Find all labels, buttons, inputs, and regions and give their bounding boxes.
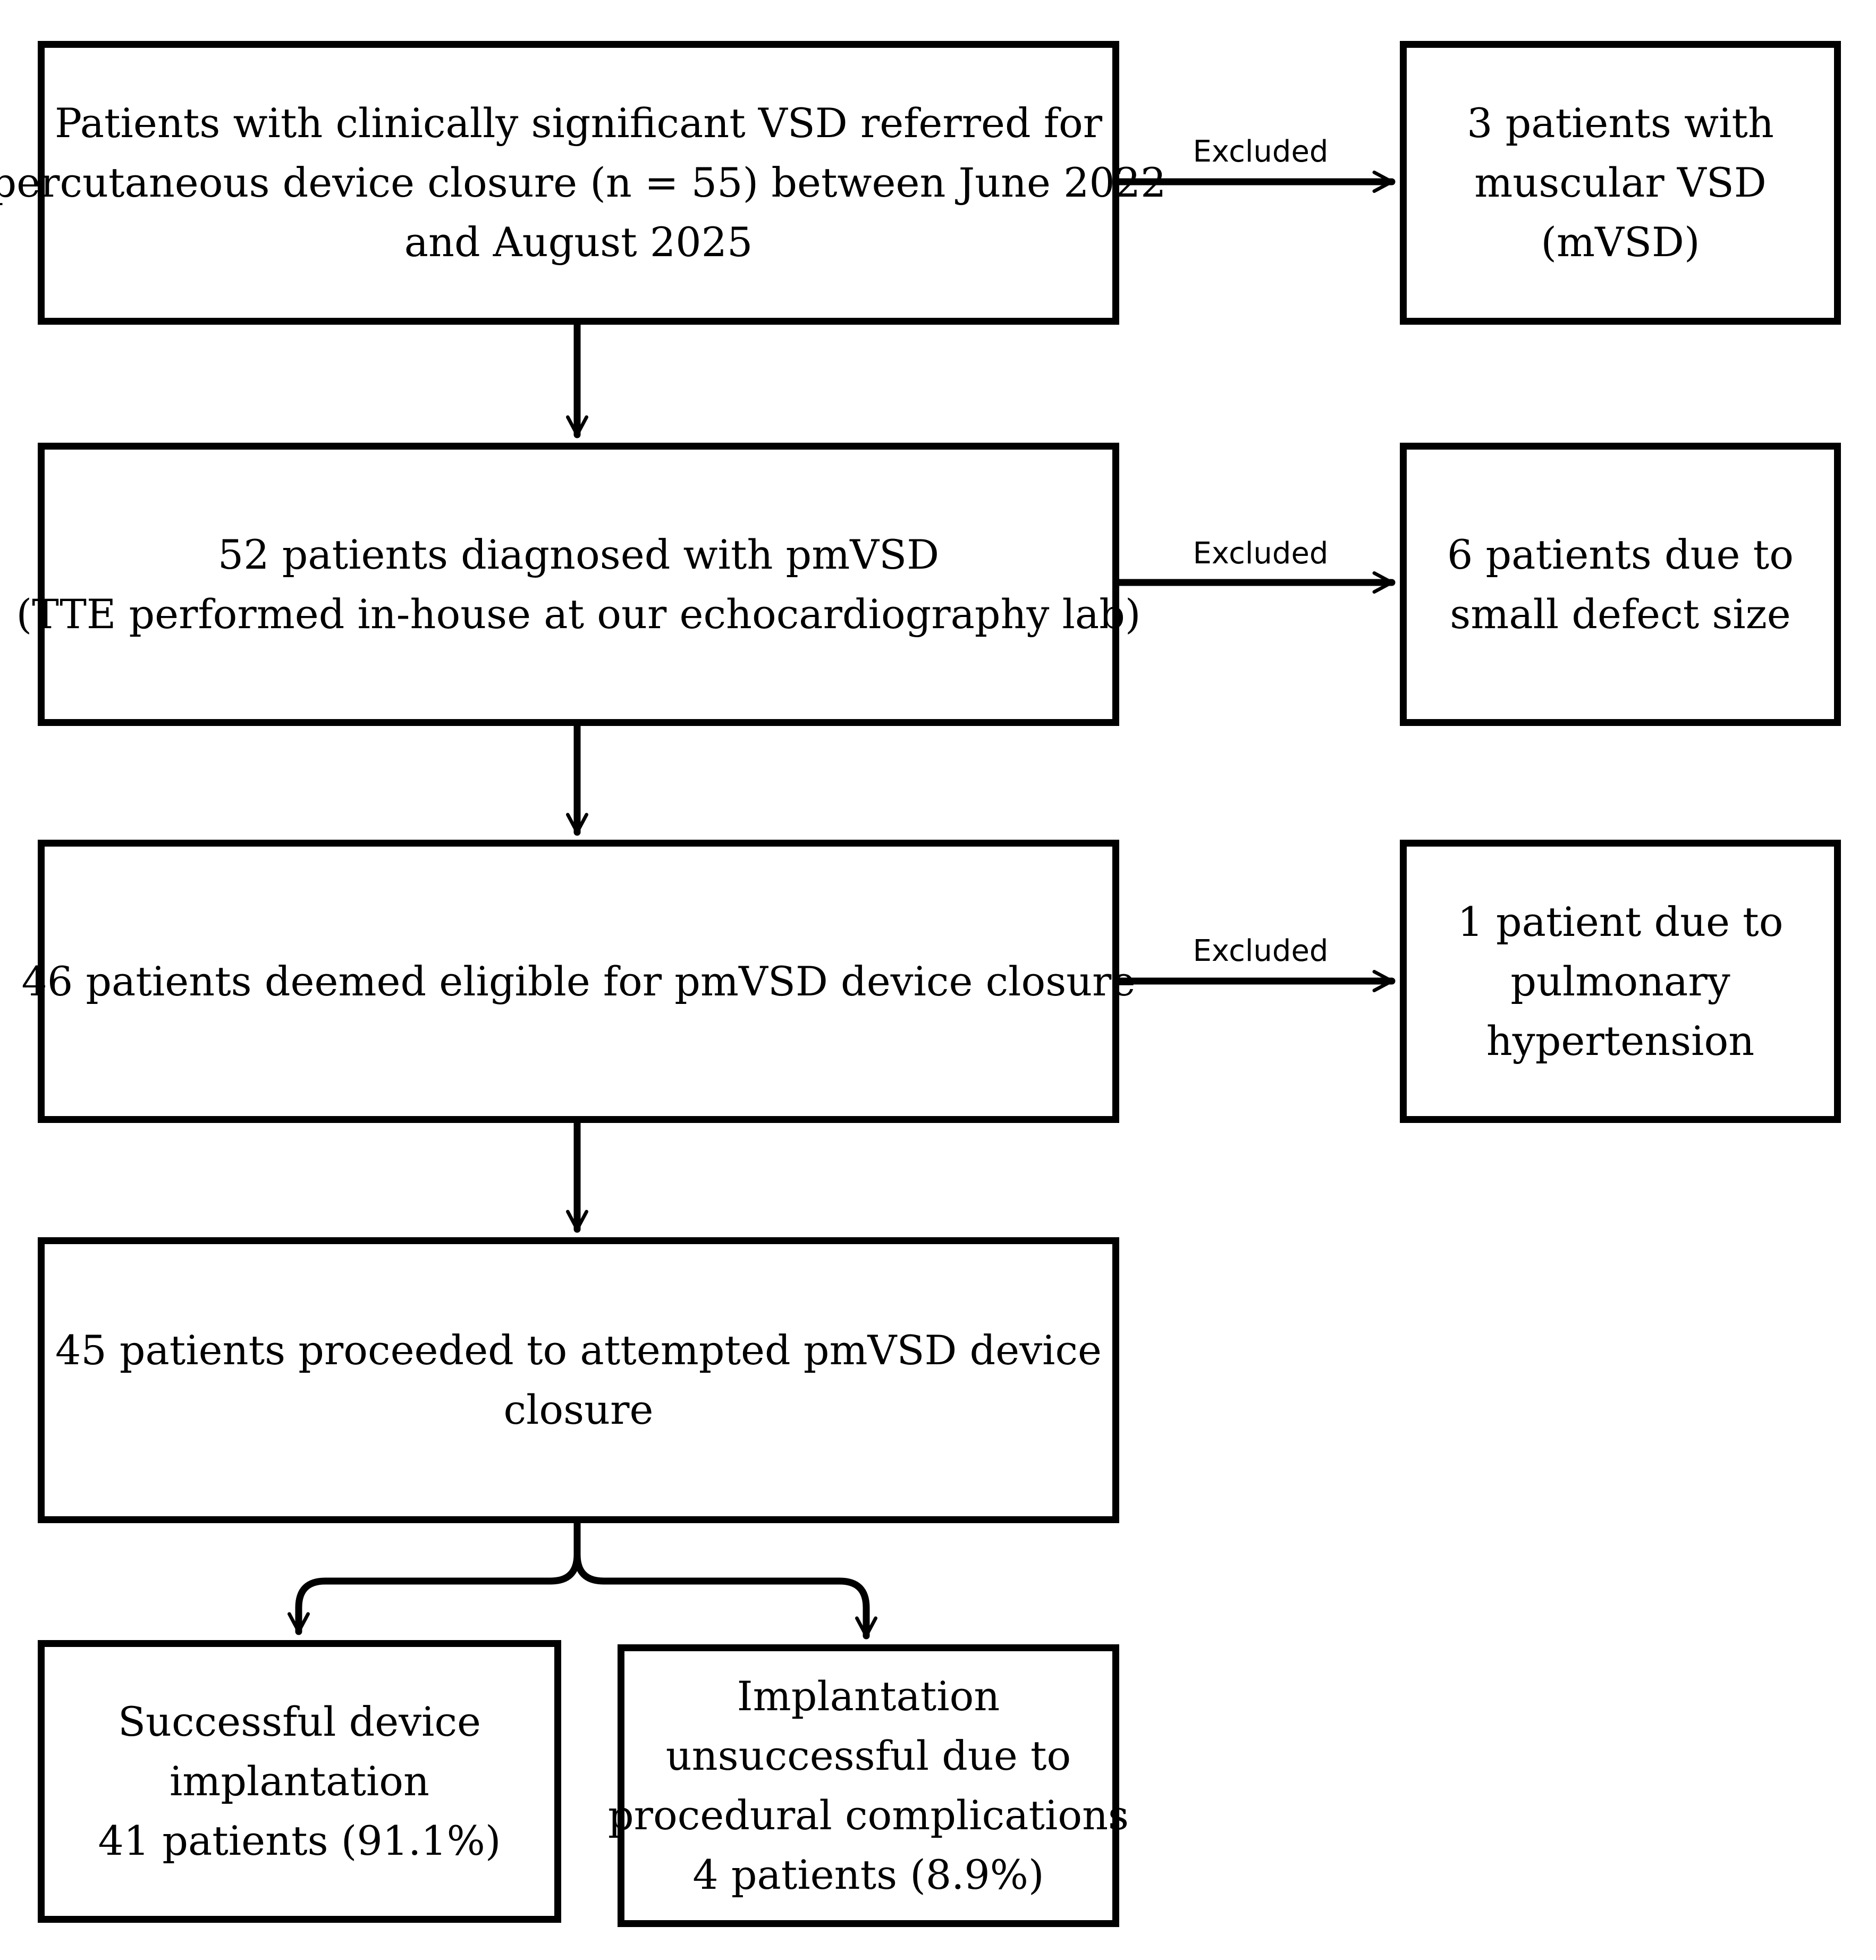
step-box-diagnosed: 52 patients diagnosed with pmVSD (TTE pe… bbox=[16, 443, 1141, 726]
step-text-line: closure bbox=[503, 1386, 654, 1433]
step-box-referred: Patients with clinically significant VSD… bbox=[0, 41, 1167, 325]
exclusion-text-line: 1 patient due to bbox=[1457, 898, 1784, 945]
outcome-text-line: 4 patients (8.9%) bbox=[692, 1851, 1044, 1898]
exclusion-box-pulmonary-hypertension: 1 patient due to pulmonary hypertension bbox=[1400, 840, 1841, 1123]
exclusion-box-small-defect: 6 patients due to small defect size bbox=[1400, 443, 1841, 726]
exclusion-text-line: pulmonary bbox=[1510, 957, 1730, 1005]
exclusion-text-line: 6 patients due to bbox=[1447, 530, 1794, 578]
step-text-line: (TTE performed in-house at our echocardi… bbox=[16, 590, 1141, 638]
arrow-attempted-to-unsuccessful bbox=[573, 1519, 877, 1640]
outcome-box-unsuccessful: Implantation unsuccessful due to procedu… bbox=[608, 1644, 1129, 1927]
exclusion-text-line: small defect size bbox=[1450, 590, 1791, 638]
outcome-text-line: unsuccessful due to bbox=[665, 1732, 1071, 1779]
step-text-line: and August 2025 bbox=[404, 218, 753, 266]
exclusion-text-line: (mVSD) bbox=[1541, 218, 1700, 266]
step-text-line: 52 patients diagnosed with pmVSD bbox=[217, 530, 940, 578]
exclusion-text-line: hypertension bbox=[1486, 1017, 1755, 1065]
outcome-text-line: implantation bbox=[170, 1758, 429, 1805]
outcome-text-line: Implantation bbox=[737, 1672, 1000, 1720]
exclusion-label: Excluded bbox=[1193, 934, 1329, 968]
step-text-line: Patients with clinically significant VSD… bbox=[54, 99, 1103, 147]
step-box-eligible: 46 patients deemed eligible for pmVSD de… bbox=[22, 840, 1136, 1123]
step-text-line: percutaneous device closure (n = 55) bet… bbox=[0, 159, 1167, 206]
exclusion-text-line: 3 patients with bbox=[1467, 99, 1774, 147]
exclusion-text-line: muscular VSD bbox=[1474, 159, 1767, 206]
step-text-line: 46 patients deemed eligible for pmVSD de… bbox=[21, 957, 1136, 1005]
arrow-attempted-to-successful bbox=[288, 1519, 581, 1635]
step-text-line: 45 patients proceeded to attempted pmVSD… bbox=[55, 1327, 1102, 1374]
exclusion-label: Excluded bbox=[1193, 134, 1329, 169]
outcome-text-line: procedural complications bbox=[607, 1792, 1129, 1839]
outcome-text-line: Successful device bbox=[117, 1698, 481, 1745]
exclusion-label: Excluded bbox=[1193, 536, 1329, 571]
outcome-text-line: 41 patients (91.1%) bbox=[98, 1817, 501, 1864]
outcome-box-successful: Successful device implantation 41 patien… bbox=[38, 1640, 561, 1923]
exclusion-box-mvsd: 3 patients with muscular VSD (mVSD) bbox=[1400, 41, 1841, 325]
step-box-attempted: 45 patients proceeded to attempted pmVSD… bbox=[38, 1237, 1119, 1523]
